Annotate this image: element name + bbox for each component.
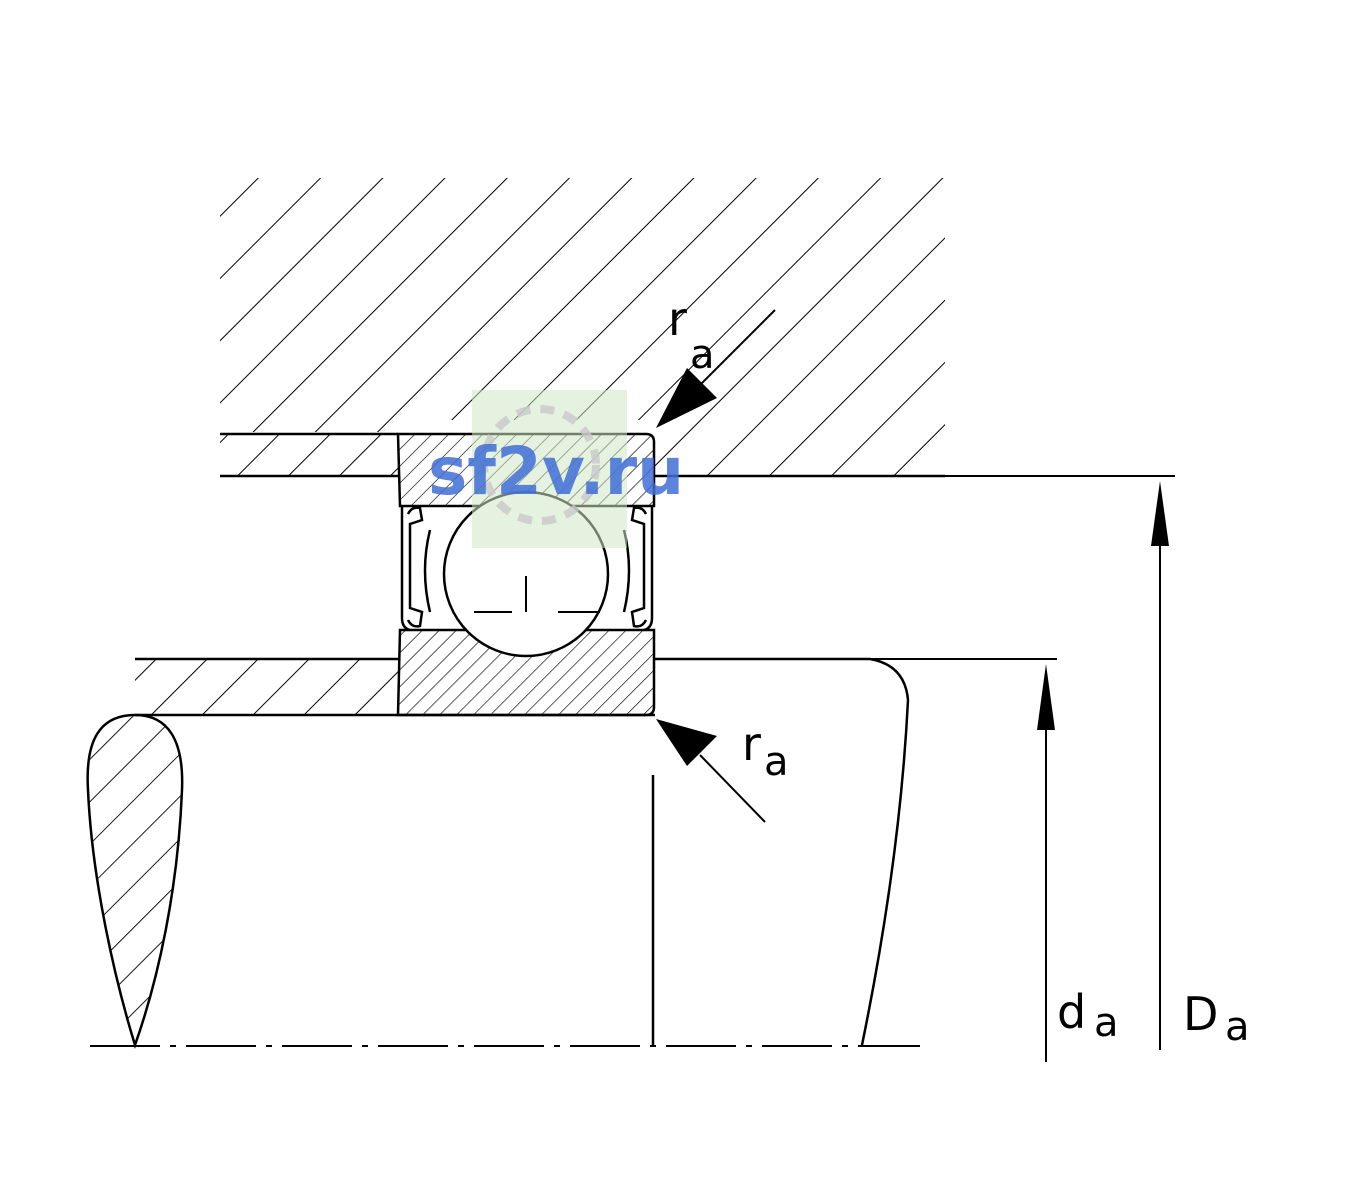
label-Da: D a bbox=[1183, 987, 1250, 1050]
shaft-contour bbox=[651, 657, 910, 1046]
svg-text:a: a bbox=[1225, 1004, 1250, 1050]
svg-text:a: a bbox=[690, 332, 715, 378]
label-ra-top: r a bbox=[668, 292, 715, 378]
shaft-break-section bbox=[86, 713, 184, 1049]
da-dimension bbox=[1037, 664, 1055, 1062]
svg-text:r: r bbox=[668, 292, 687, 346]
label-ra-bottom: r a bbox=[742, 717, 789, 785]
svg-text:d: d bbox=[1057, 985, 1086, 1039]
dimension-extension-lines bbox=[870, 475, 1175, 660]
svg-text:a: a bbox=[764, 739, 789, 785]
ra-bottom-leader bbox=[656, 719, 766, 823]
watermark-text: sf2v.ru bbox=[428, 433, 684, 510]
svg-text:a: a bbox=[1094, 1000, 1119, 1046]
inner-spacer-sleeve bbox=[135, 657, 655, 717]
outer-spacer-sleeve bbox=[220, 432, 398, 476]
ra-top-leader bbox=[656, 309, 776, 428]
svg-text:D: D bbox=[1183, 987, 1218, 1041]
watermark: sf2v.ru bbox=[428, 390, 684, 548]
bearing-inner-ring bbox=[396, 628, 656, 717]
Da-dimension bbox=[1151, 481, 1169, 1050]
svg-text:r: r bbox=[742, 717, 761, 771]
label-da: d a bbox=[1057, 985, 1119, 1046]
watermark-logo-icon bbox=[480, 405, 600, 525]
